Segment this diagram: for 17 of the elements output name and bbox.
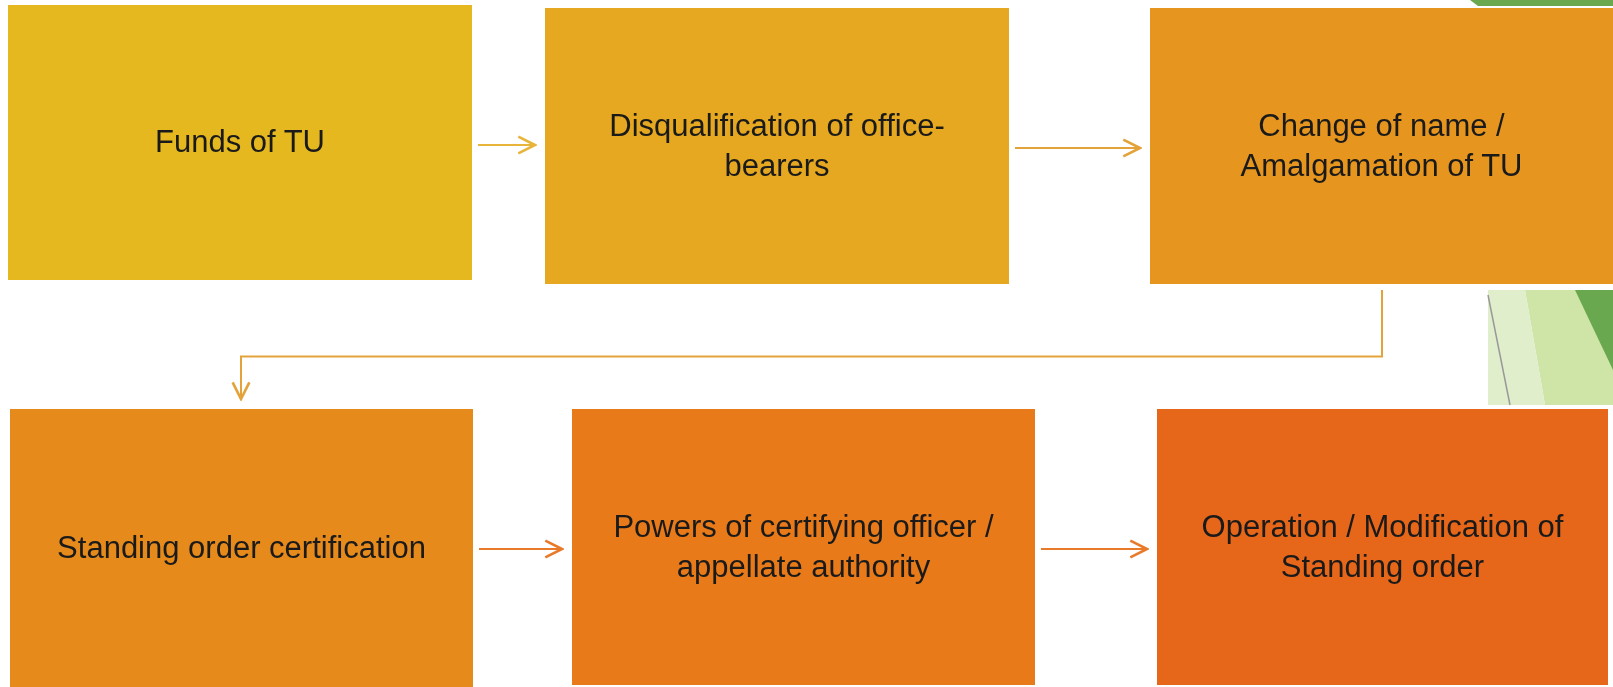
process-box (545, 8, 1009, 284)
process-box (10, 409, 473, 687)
arrow (1040, 539, 1149, 559)
arrow (478, 539, 564, 559)
box-text: Change of name / Amalgamation of TU (1239, 106, 1524, 185)
process-box (1157, 409, 1608, 685)
process-box (1150, 8, 1613, 284)
arrow (477, 135, 537, 155)
arrow (1014, 138, 1142, 158)
arrow (231, 289, 1383, 401)
box-text: Operation / Modification of Standing order (1200, 507, 1565, 586)
process-box (8, 5, 472, 280)
process-box (572, 409, 1035, 685)
box-text: Funds of TU (155, 123, 325, 162)
box-text: Standing order certification (57, 528, 426, 567)
box-text: Disqualification of office-bearers (608, 106, 946, 185)
box-text: Powers of certifying officer / appellate authority (612, 507, 995, 586)
